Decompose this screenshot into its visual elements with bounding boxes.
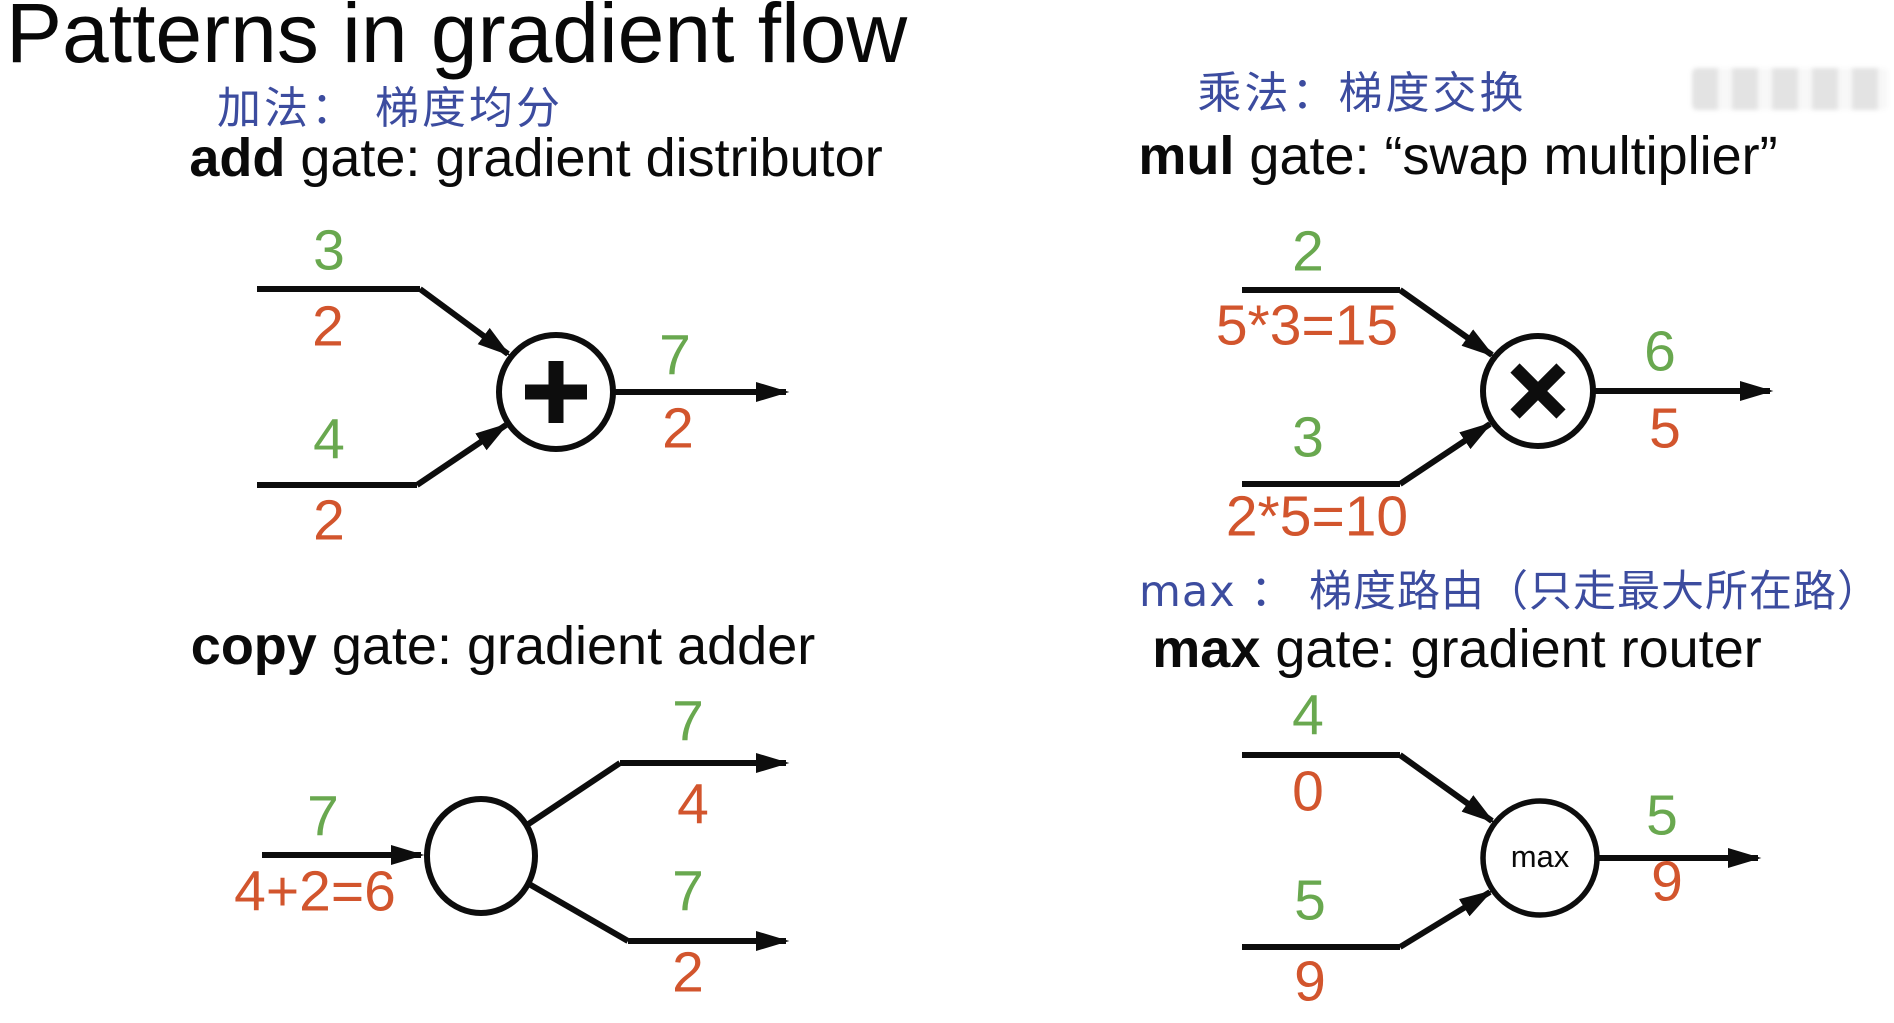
add-output-gradient: 2 [662,396,694,461]
mul-output-value: 6 [1644,319,1676,384]
faint-watermark-marks [1692,68,1888,110]
max-input-2-value: 5 [1294,868,1326,933]
slide-title: Patterns in gradient flow [6,0,908,80]
add-input-1-gradient: 2 [312,294,344,359]
copy-output-1-gradient: 4 [677,772,709,837]
heading-max-rest: gate: gradient router [1260,619,1762,679]
heading-add-gate: add gate: gradient distributor [189,127,882,189]
annotation-add-zh: 加法： 梯度均分 [217,83,563,134]
copy-output-2-value: 7 [672,859,704,924]
heading-max-gate: max gate: gradient router [1152,618,1761,680]
multiply-icon [1510,363,1566,419]
max-input-2-gradient: 9 [1294,949,1326,1014]
mul-input-1-gradient: 5*3=15 [1215,293,1399,358]
max-input-2-arrow [1398,889,1493,950]
max-output-gradient: 9 [1651,849,1683,914]
add-input-2-arrow [415,422,509,488]
mul-input-2-value: 3 [1292,405,1324,470]
mul-input-2-arrow [1398,421,1493,487]
annotation-max-zh: max ： 梯度路由（只走最大所在路） [1138,567,1882,617]
copy-node-circle [424,796,538,916]
heading-mul-rest: gate: “swap multiplier” [1234,126,1778,186]
copy-branch-2-line [527,881,630,944]
copy-output-1-value: 7 [672,689,704,754]
max-input-1-value: 4 [1292,683,1324,748]
plus-icon [525,361,587,423]
mul-output-gradient: 5 [1649,396,1681,461]
max-input-1-arrow [1398,752,1495,824]
heading-mul-gate: mul gate: “swap multiplier” [1138,125,1777,187]
max-operator-label: max [1510,839,1570,874]
heading-copy-keyword: copy [190,616,317,676]
copy-input-gradient: 4+2=6 [234,859,396,924]
add-gate-diagram [257,286,790,488]
add-input-2-value: 4 [313,407,345,472]
mul-input-1-value: 2 [1292,219,1324,284]
annotation-mul-zh: 乘法：梯度交换 [1197,68,1527,119]
copy-branch-1-line [525,760,622,828]
mul-input-1-arrow [1398,287,1495,358]
max-gate-diagram [1242,752,1762,950]
multiply-icon-stroke-2 [1510,363,1566,419]
add-input-1-value: 3 [313,218,345,283]
heading-add-keyword: add [189,128,286,188]
heading-max-keyword: max [1152,619,1261,679]
heading-mul-keyword: mul [1138,126,1235,186]
copy-gate-diagram [262,752,790,952]
copy-output-2-gradient: 2 [672,940,704,1005]
max-input-1-gradient: 0 [1292,759,1324,824]
add-output-value: 7 [659,323,691,388]
max-output-value: 5 [1646,783,1678,848]
add-input-1-arrow [418,286,511,357]
mul-gate-diagram [1242,287,1774,487]
mul-input-2-gradient: 2*5=10 [1225,484,1409,549]
copy-input-value: 7 [307,784,339,849]
add-input-2-gradient: 2 [313,488,345,553]
heading-copy-gate: copy gate: gradient adder [191,615,815,677]
heading-add-rest: gate: gradient distributor [285,128,883,188]
heading-copy-rest: gate: gradient adder [316,616,816,676]
